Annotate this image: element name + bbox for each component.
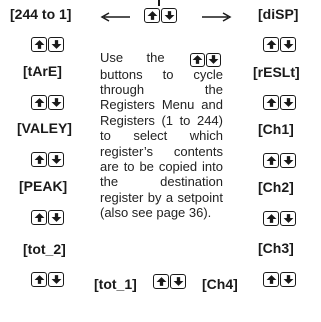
down-arrow-key-icon[interactable] [280,153,296,168]
label-valley: [VALEY] [17,120,72,136]
label-reslt: [rESLt] [253,64,300,80]
up-down-keys-right-3[interactable] [263,153,296,168]
up-down-keys-left-4[interactable] [31,210,64,225]
label-tot-1: [tot_1] [94,276,137,292]
up-down-keys-top[interactable] [144,8,177,23]
up-down-keys-left-2[interactable] [31,95,64,110]
description-text-start: Use the [100,50,165,65]
label-ch1: [Ch1] [258,121,294,137]
label-tot-2: [tot_2] [23,241,66,257]
down-arrow-key-icon[interactable] [48,95,64,110]
down-arrow-key-icon [206,52,221,67]
up-arrow-key-icon[interactable] [263,211,279,226]
up-down-keys-right-5[interactable] [263,272,296,287]
description-text-rest: buttons to cycle through the Registers M… [100,66,223,221]
up-arrow-key-icon[interactable] [263,153,279,168]
down-arrow-key-icon[interactable] [280,211,296,226]
up-arrow-key-icon[interactable] [263,95,279,110]
down-arrow-key-icon[interactable] [170,274,186,289]
down-arrow-key-icon[interactable] [48,272,64,287]
label-ch4: [Ch4] [202,276,238,292]
up-down-keys-bottom[interactable] [153,274,186,289]
label-disp: [diSP] [258,6,299,22]
label-244-to-1: [244 to 1] [10,6,72,22]
description-paragraph: Use the buttons to cycle through the Reg… [100,50,223,221]
down-arrow-key-icon[interactable] [280,37,296,52]
up-arrow-key-icon[interactable] [31,152,47,167]
up-down-keys-right-1[interactable] [263,37,296,52]
down-arrow-key-icon[interactable] [280,272,296,287]
up-down-keys-left-1[interactable] [31,37,64,52]
down-arrow-key-icon[interactable] [161,8,177,23]
up-down-keys-right-4[interactable] [263,211,296,226]
up-arrow-key-icon [190,52,205,67]
label-peak: [PEAK] [19,178,68,194]
up-down-keys-left-5[interactable] [31,272,64,287]
down-arrow-key-icon[interactable] [48,152,64,167]
up-down-keys-right-2[interactable] [263,95,296,110]
up-arrow-key-icon[interactable] [263,37,279,52]
label-tare: [tArE] [23,63,62,79]
left-arrow-icon [100,12,130,22]
up-arrow-key-icon[interactable] [31,37,47,52]
top-connector-mark [158,0,160,6]
down-arrow-key-icon[interactable] [48,37,64,52]
down-arrow-key-icon[interactable] [280,95,296,110]
up-arrow-key-icon[interactable] [31,210,47,225]
up-arrow-key-icon[interactable] [153,274,169,289]
up-down-keys-left-3[interactable] [31,152,64,167]
up-arrow-key-icon[interactable] [263,272,279,287]
down-arrow-key-icon[interactable] [48,210,64,225]
label-ch3: [Ch3] [258,240,294,256]
up-arrow-key-icon[interactable] [31,95,47,110]
right-arrow-icon [202,12,232,22]
up-arrow-key-icon[interactable] [31,272,47,287]
inline-up-down-keys [190,52,221,67]
up-arrow-key-icon[interactable] [144,8,160,23]
label-ch2: [Ch2] [258,179,294,195]
